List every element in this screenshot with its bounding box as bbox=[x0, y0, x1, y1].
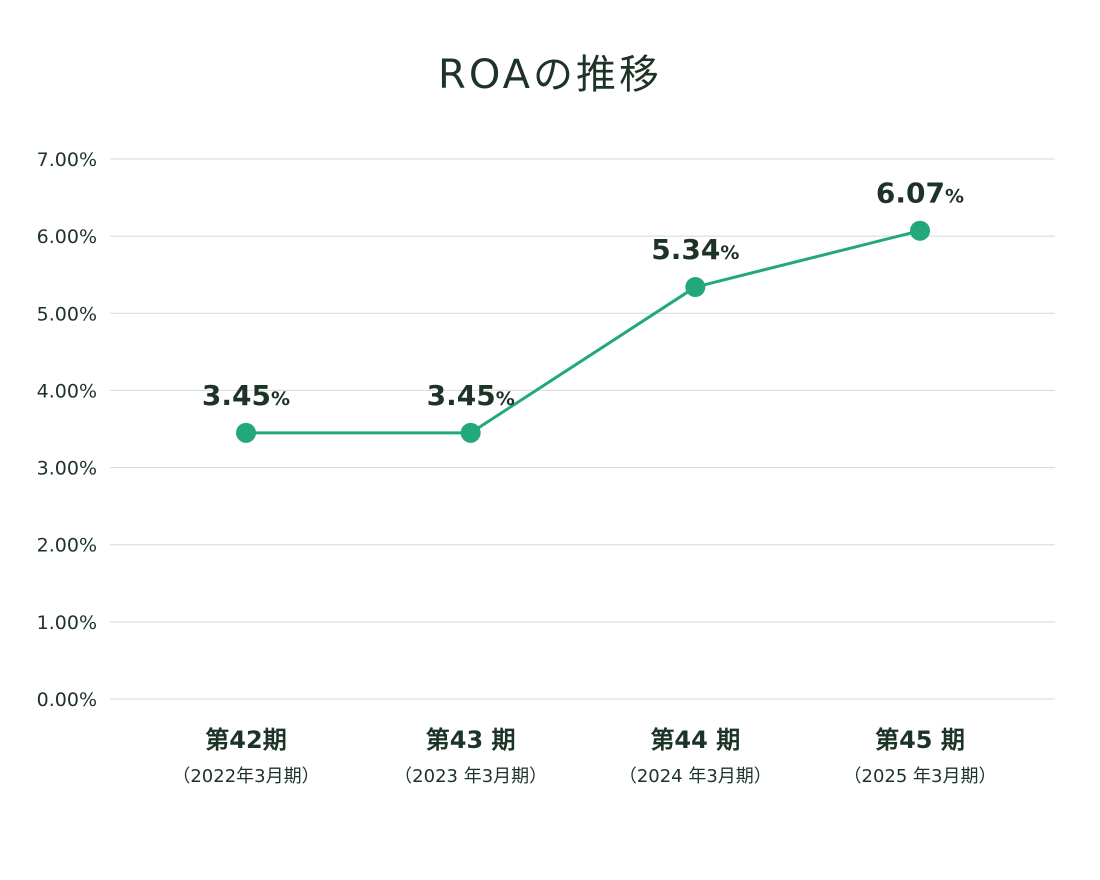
data-label-unit: % bbox=[496, 388, 515, 410]
x-tick-sublabel: （2025 年3月期） bbox=[844, 766, 997, 787]
y-axis-tick-labels: 0.00% 1.00% 2.00% 3.00% 4.00% 5.00% 6.00% 7.00% bbox=[37, 149, 97, 711]
data-label: 6.07% bbox=[876, 177, 964, 210]
data-label-unit: % bbox=[945, 186, 964, 208]
data-label: 3.45% bbox=[427, 379, 515, 412]
x-tick-label: 第43 期 bbox=[426, 726, 516, 754]
data-label-unit: % bbox=[271, 388, 290, 410]
x-tick-sublabel: （2023 年3月期） bbox=[394, 766, 547, 787]
data-label: 3.45% bbox=[202, 379, 290, 412]
data-label-number: 6.07 bbox=[876, 177, 945, 210]
data-label-number: 3.45 bbox=[202, 379, 271, 412]
data-point bbox=[236, 422, 256, 443]
x-tick-label: 第44 期 bbox=[650, 726, 740, 754]
data-label: 5.34% bbox=[651, 233, 739, 266]
x-axis-tick-labels: 第42期 （2022年3月期） 第43 期 （2023 年3月期） 第44 期 （2024… bbox=[172, 726, 996, 787]
x-tick-sublabel: （2022年3月期） bbox=[172, 766, 319, 787]
chart-title: ROAの推移 bbox=[438, 52, 662, 98]
y-tick-label: 5.00% bbox=[37, 303, 97, 325]
x-tick-label: 第42期 bbox=[205, 726, 286, 754]
x-tick-label: 第45 期 bbox=[875, 726, 965, 754]
y-tick-label: 1.00% bbox=[37, 612, 97, 634]
data-point bbox=[685, 277, 706, 298]
data-point bbox=[910, 220, 930, 241]
y-tick-label: 0.00% bbox=[37, 689, 97, 711]
data-label-number: 5.34 bbox=[651, 233, 720, 266]
x-tick-sublabel: （2024 年3月期） bbox=[619, 766, 772, 787]
data-point bbox=[460, 422, 481, 443]
data-labels: 3.45%3.45%5.34%6.07% bbox=[202, 177, 964, 412]
y-tick-label: 2.00% bbox=[37, 535, 97, 557]
y-tick-label: 3.00% bbox=[37, 458, 97, 480]
y-tick-label: 6.00% bbox=[37, 226, 97, 248]
data-label-number: 3.45 bbox=[427, 379, 496, 412]
data-label-unit: % bbox=[720, 242, 739, 264]
grid-lines bbox=[110, 158, 1055, 700]
series-line bbox=[246, 229, 921, 435]
y-tick-label: 7.00% bbox=[37, 149, 97, 171]
series-group bbox=[236, 220, 930, 443]
y-tick-label: 4.00% bbox=[37, 380, 97, 402]
